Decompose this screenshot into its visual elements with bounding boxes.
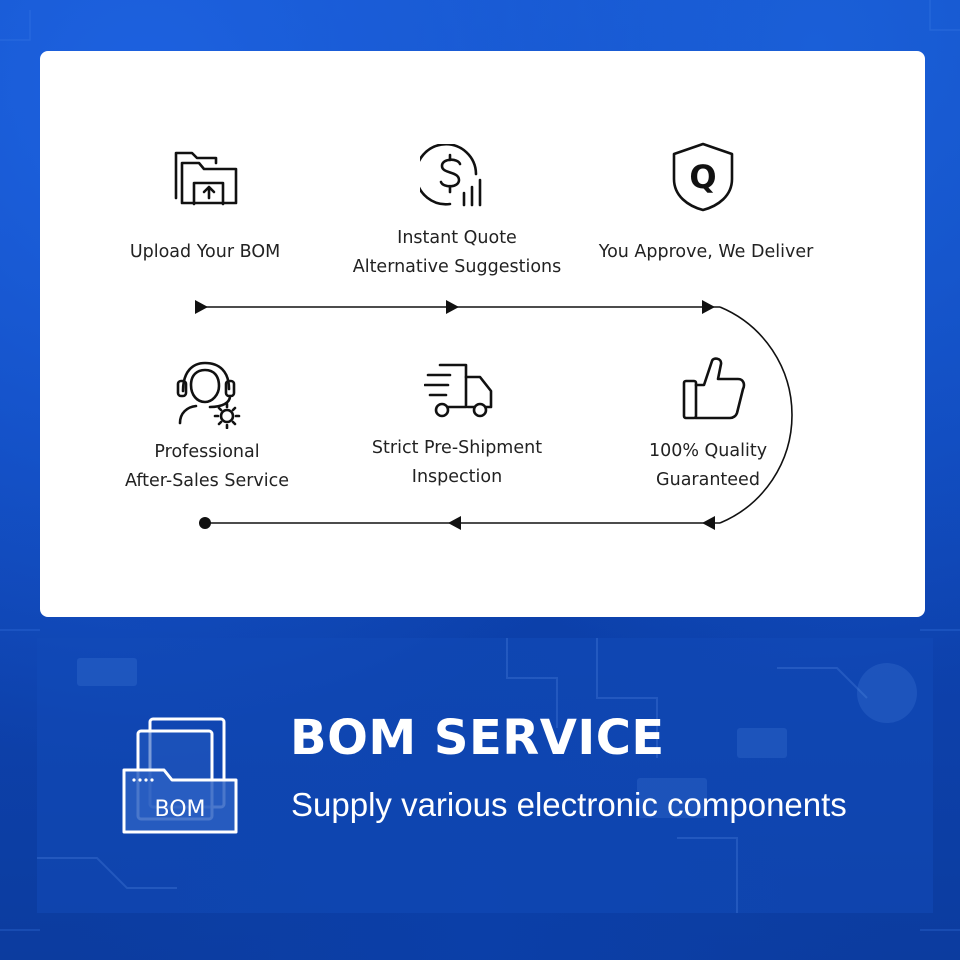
step-label: Instant Quote Alternative Suggestions: [352, 228, 562, 277]
bom-folder-icon: BOM: [122, 717, 238, 834]
step-label: Professional After-Sales Service: [124, 442, 290, 491]
banner-circuit-decoration: [37, 638, 917, 913]
quality-shield-icon: Q: [672, 142, 734, 212]
step-label: Strict Pre-Shipment Inspection: [371, 438, 543, 487]
support-agent-icon: [176, 361, 241, 429]
banner-subtitle: Supply various electronic components: [291, 786, 847, 823]
step-label: 100% Quality Guaranteed: [648, 441, 768, 490]
flow-arrow: [702, 300, 715, 314]
flow-end-dot: [199, 517, 211, 529]
flow-arrow: [448, 516, 461, 530]
flow-arrow: [446, 300, 459, 314]
dollar-chart-icon: [420, 144, 482, 207]
banner-title: BOM SERVICE: [290, 710, 665, 766]
delivery-truck-icon: [424, 363, 493, 418]
process-card: Upload Your BOM Instant Quote Alternativ…: [40, 51, 925, 617]
step-label: Upload Your BOM: [129, 242, 281, 262]
flow-arrow: [195, 300, 208, 314]
folder-upload-icon: [174, 151, 238, 206]
bom-icon-label: BOM: [154, 797, 205, 822]
flow-arrow: [702, 516, 715, 530]
process-flow-path: [195, 300, 793, 530]
thumbs-up-icon: [682, 357, 746, 420]
bom-service-banner: BOM BOM SERVICE Supply various electroni…: [37, 638, 933, 913]
step-label: You Approve, We Deliver: [598, 242, 814, 262]
shield-letter: Q: [689, 158, 716, 196]
